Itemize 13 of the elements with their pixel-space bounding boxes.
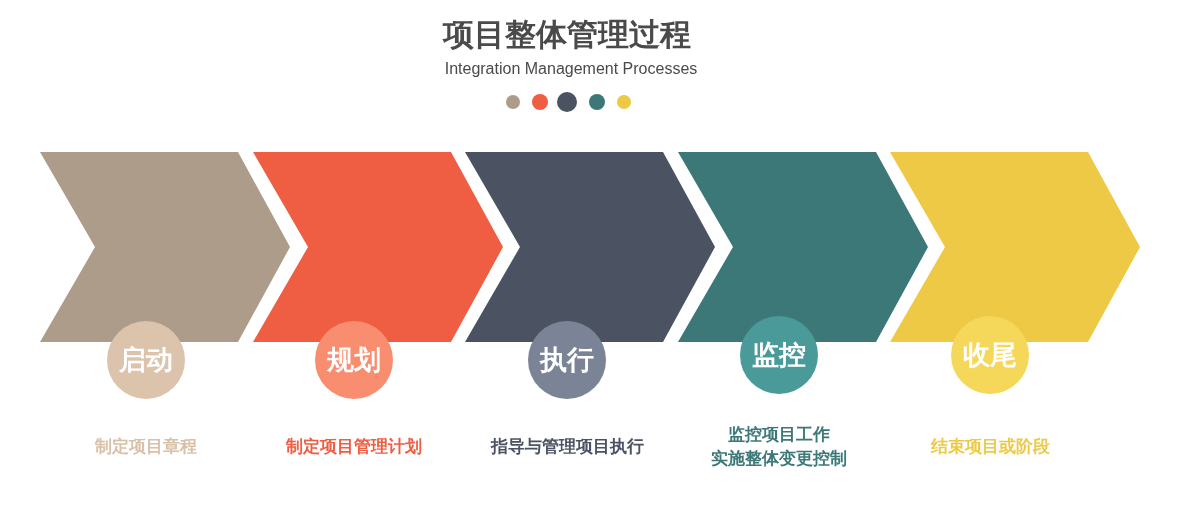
subtitle: Integration Management Processes — [443, 60, 699, 78]
process-label: 制定项目管理计划 — [285, 435, 423, 457]
process-label: 监控项目工作 — [727, 423, 831, 445]
title: 项目整体管理过程 — [441, 15, 692, 54]
phase-label: 监控 — [751, 338, 807, 372]
process-label: 结束项目或阶段 — [929, 435, 1051, 457]
process-label: 指导与管理项目执行 — [489, 435, 645, 457]
process-label: 制定项目章程 — [94, 435, 198, 457]
phase-label: 执行 — [538, 343, 595, 377]
phase-label: 收尾 — [962, 338, 1018, 372]
process-label: 实施整体变更控制 — [710, 447, 848, 469]
phase-label: 启动 — [118, 343, 174, 377]
phase-label: 规划 — [326, 343, 382, 377]
